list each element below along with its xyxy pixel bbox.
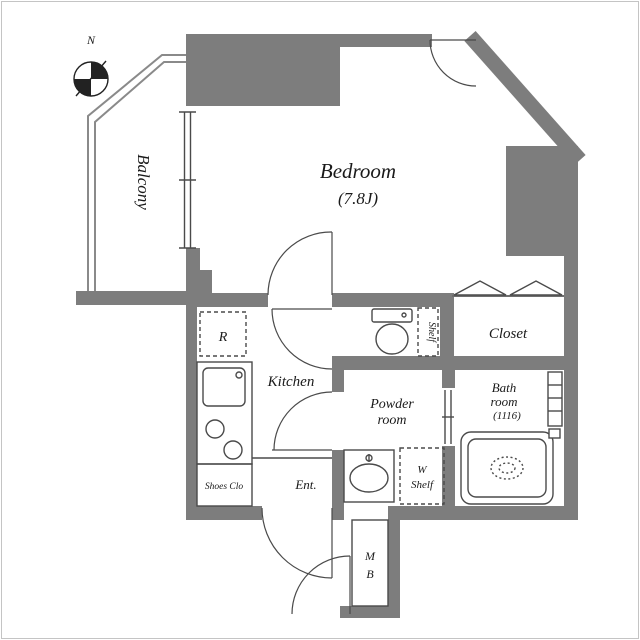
wall-top-left-block — [186, 34, 340, 106]
vanity-counter — [343, 449, 395, 503]
powder-room-label-line2: room — [377, 413, 406, 428]
balcony-outer-line — [87, 54, 186, 291]
shoes-closet-label: Shoes Clo — [205, 482, 244, 492]
powder-room: Powder room W Shelf — [272, 391, 445, 505]
entrance-label: Ent. — [294, 477, 316, 492]
exterior-walls — [186, 31, 586, 520]
balcony-inner-line — [94, 61, 186, 291]
meter-box-label-line1: M — [364, 549, 376, 563]
north-label: N — [86, 33, 96, 47]
balcony-label: Balcony — [134, 154, 153, 210]
compass-quadrant-ne — [91, 62, 108, 79]
bedroom-label: Bedroom — [320, 159, 396, 183]
wall-bottom-right — [400, 506, 578, 520]
toilet-bowl-icon — [375, 323, 409, 355]
toilet-door-swing-arc — [271, 308, 333, 370]
bath-label-line1: Bath — [492, 380, 517, 395]
w-shelf-label-line1: W — [417, 464, 427, 476]
toilet-flush-button-icon — [401, 312, 407, 318]
bath-label-line2: room — [491, 394, 518, 409]
closet-folding-door-icon — [509, 280, 563, 296]
kitchen-label: Kitchen — [267, 374, 315, 390]
wall-powder-bath-lower — [442, 446, 455, 506]
bedroom: Bedroom (7.8J) — [320, 159, 396, 208]
entrance: Shoes Clo Ent. — [196, 457, 333, 579]
window-door-swing-arc — [429, 39, 477, 87]
kitchen: Kitchen R — [196, 311, 315, 465]
w-shelf-label-line2: Shelf — [411, 479, 435, 491]
bedroom-window-door — [429, 39, 477, 87]
closet-folding-door-icon — [453, 280, 507, 296]
wall-right — [564, 146, 578, 520]
wall-powder-bath-upper — [442, 370, 455, 388]
bedroom-size-label: (7.8J) — [338, 189, 378, 208]
bathtub-outer-icon — [460, 431, 554, 505]
wall-left-lower-stub — [186, 248, 200, 307]
toilet-tank-icon — [371, 308, 413, 323]
meter-box-label-line2: B — [366, 567, 374, 581]
vanity-sink-icon — [349, 463, 389, 493]
refrigerator-label: R — [218, 330, 228, 345]
bathtub-inner-icon — [467, 438, 547, 498]
closet-label: Closet — [489, 326, 528, 342]
balcony: Balcony — [76, 54, 186, 305]
wall-bedroom-bottom-left — [186, 293, 268, 307]
kitchen-sink-icon — [202, 367, 246, 407]
wall-closet-bottom — [452, 356, 578, 370]
w-shelf-box — [399, 447, 445, 505]
compass-needle-icon — [75, 60, 107, 97]
wall-corridor-stub-lower — [332, 450, 344, 520]
meter-box: M B — [291, 519, 389, 615]
bath-faucet-icon — [548, 428, 561, 439]
entrance-door-swing-arc — [261, 507, 333, 579]
balcony-bottom-wall — [76, 291, 186, 305]
compass: N — [73, 33, 109, 97]
powder-room-label-line1: Powder — [369, 397, 414, 412]
closet: Closet — [452, 280, 564, 342]
wall-left-kitchen — [186, 293, 197, 520]
wall-pillar-stub — [198, 270, 212, 293]
toilet-shelf-label: Shelf — [426, 322, 437, 343]
bath-size-label: (1116) — [493, 410, 521, 422]
wall-bottom-left — [186, 506, 262, 520]
stove-burner-icon — [205, 419, 225, 439]
toilet-room: Shelf — [271, 307, 439, 370]
wall-mb-bottom — [340, 606, 400, 618]
bathtub-antislip-dots-icon — [490, 456, 524, 480]
wall-mb-right — [388, 506, 400, 618]
bathtub-antislip-dots-icon — [498, 462, 516, 474]
meter-box-outline — [351, 519, 389, 607]
wall-toilet-closet — [440, 293, 454, 370]
wall-top — [336, 34, 432, 47]
kitchen-faucet-icon — [235, 371, 243, 379]
wall-toilet-bottom — [332, 356, 452, 370]
bath-rack-icon — [547, 371, 563, 427]
refrigerator-space-box — [199, 311, 247, 357]
bath-room: Bath room (1116) — [442, 371, 563, 505]
vanity-faucet-knob-icon — [365, 454, 373, 462]
bedroom-door-swing-arc — [267, 231, 333, 296]
powder-door-swing-arc — [273, 391, 333, 451]
meter-box-door-swing-arc — [291, 555, 351, 615]
wall-diagonal — [464, 31, 586, 165]
wall-bedroom-bottom-center — [332, 293, 452, 307]
balcony-window — [179, 111, 196, 249]
shoes-closet-box — [196, 463, 253, 507]
bedroom-door — [267, 231, 333, 296]
stove-burner-icon — [223, 440, 243, 460]
wall-corridor-stub-upper — [332, 370, 344, 392]
interior-walls — [186, 293, 578, 618]
toilet-shelf-box — [417, 307, 439, 357]
